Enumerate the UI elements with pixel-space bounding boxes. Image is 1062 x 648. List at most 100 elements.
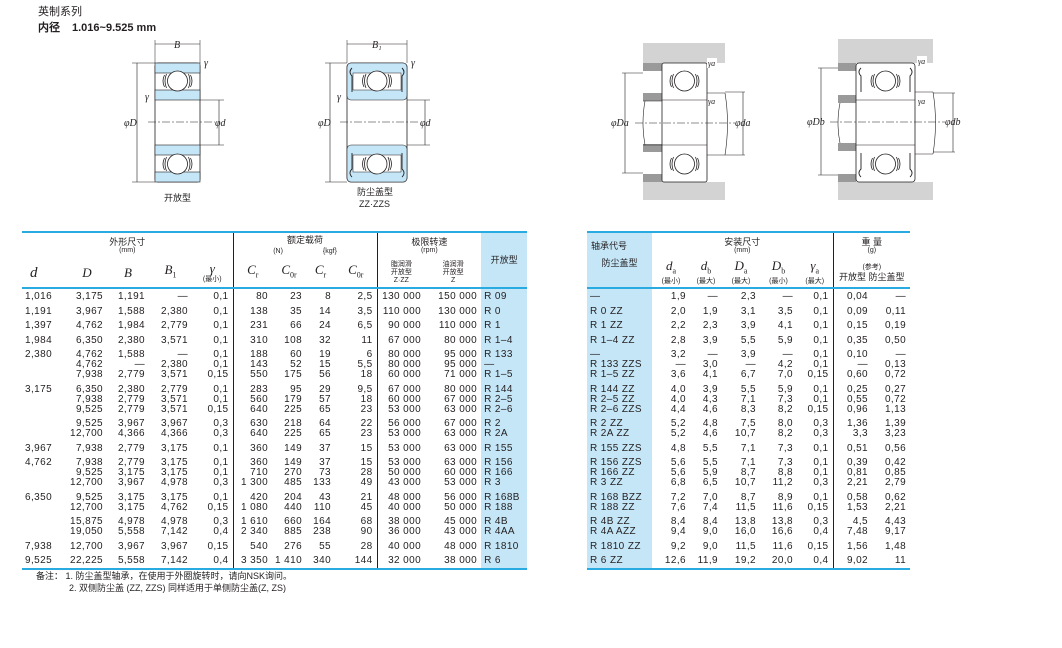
cell-Cor: 149 (284, 442, 303, 454)
cell-ra: 0,1 (797, 303, 834, 318)
cell-Cor-kgf: 11 (335, 332, 378, 347)
cell-Da: 5,5 (740, 334, 756, 346)
cell-grease-speed: 53 000 (388, 442, 422, 454)
cell-Cr: 3 350 (241, 555, 269, 566)
cell-Db: 8,9 11,6 (772, 491, 793, 513)
cell-Db: 20,0 (771, 555, 793, 566)
cell-Da: 2,3 (740, 291, 756, 302)
cell-shield-type: R 144 ZZ R 2–5 ZZ R 2–6 ZZS (587, 381, 652, 416)
cell-Db: 5,9 (777, 334, 793, 346)
cell-grease-speed: 48 000 40 000 (388, 491, 422, 513)
cell-grease-speed: 67 000 (388, 334, 422, 346)
cell-Cor-kgf: 68 90 (335, 514, 378, 539)
cell-shield-type: R 6 ZZ (587, 553, 652, 569)
cell-Da: 3,9 (740, 320, 756, 331)
cell-db: 3,9 (702, 334, 718, 346)
cell-grease-speed: 67 000 60 000 53 000 (388, 383, 422, 415)
cell-da: 2,2 (670, 320, 686, 331)
cell-Cor: 23 (290, 291, 303, 302)
cell-Cor: 149 270 485 (284, 457, 303, 488)
cell-shield-type: R 1810 ZZ (587, 538, 652, 553)
cell-r: 0,1 0,1 0,15 (192, 381, 234, 416)
cell-oil-speed: 45 000 43 000 (444, 516, 478, 537)
mount-group-header: 安装尺寸(mm) (652, 232, 834, 258)
cell-Cr-kgf: 24 (319, 320, 332, 331)
chamfer-label: γ (145, 92, 150, 103)
cell-Cr: 630 640 (250, 418, 269, 439)
cell-weight-open: 0,51 (846, 442, 869, 454)
cell-B: 2,380 2,779 2,779 (117, 383, 145, 415)
cell-B: 5,558 (117, 555, 145, 566)
cell-B: 4,978 5,558 (117, 516, 145, 537)
outer-diameter-label: φD (318, 118, 332, 129)
open-type-header: 开放型 (481, 232, 528, 288)
cell-grease-speed: 56 000 53 000 (388, 418, 422, 439)
cell-Da: 8,7 11,5 (735, 491, 756, 513)
cell-Cr: 1 610 2 340 (241, 516, 269, 537)
cell-r: 0,1 0,1 0,15 (192, 347, 234, 382)
cell-da: 3,2 — 3,6 (670, 349, 686, 380)
open-type-caption: 开放型 (164, 192, 191, 203)
cell-B1: 3,175 3,175 4,978 (160, 457, 188, 488)
cell-B1: 3,967 (160, 540, 188, 552)
cell-weight-shield: 1,39 3,23 (884, 418, 907, 439)
cell-d: 1,984 (25, 334, 53, 346)
cell-r: 0,1 (192, 318, 234, 333)
cell-grease-speed: 130 000 (382, 291, 422, 302)
cell-weight-open: 1,56 (846, 540, 869, 552)
cell-Cr-kgf: 340 (313, 555, 332, 566)
fillet-label: γa (918, 57, 925, 66)
cell-B1: 2,779 3,571 3,571 (160, 383, 188, 415)
cell-Cor-kgf: 3,5 (335, 303, 378, 318)
cell-Cr: 138 (250, 305, 269, 317)
cell-Db: — 4,2 7,0 (777, 349, 793, 380)
weight-group-header: 重 量(g) (861, 236, 883, 254)
cell-db: 4,8 4,6 (702, 418, 718, 439)
cell-r: 0,1 (192, 288, 234, 304)
cell-ra: 0,1 0,1 0,15 (797, 347, 834, 382)
col-Cr: Cr (247, 261, 259, 280)
cell-Cor: 1 410 (275, 555, 303, 566)
cell-B: 3,967 (117, 540, 145, 552)
cell-Cr-kgf: 32 (319, 334, 332, 346)
cell-Cr-kgf: 8 (325, 291, 332, 302)
cell-shield-type: R 0 ZZ (587, 303, 652, 318)
cell-D: 4,762 4,762 7,938 (75, 349, 103, 380)
housing-shoulder-label: φDa (611, 118, 629, 129)
cell-Cor: 60 52 175 (284, 349, 303, 380)
cell-D: 3,175 (75, 291, 103, 302)
cell-weight-shield: — (895, 291, 907, 302)
cell-da: 8,4 9,4 (670, 516, 686, 537)
cell-B: 1,191 (117, 291, 145, 302)
cell-r: 0,1 0,1 0,3 (192, 455, 234, 490)
housing-shoulder-label: φDb (807, 117, 825, 128)
cell-weight-open: 0,09 (846, 305, 869, 317)
cell-oil-speed: 56 000 50 000 (444, 491, 478, 513)
series-title: 英制系列 (38, 6, 82, 18)
cell-Da: 19,2 (734, 555, 756, 566)
cell-B: 2,380 (117, 334, 145, 346)
cell-db: 3,9 4,3 4,6 (702, 383, 718, 415)
cell-ra: 0,1 (797, 288, 834, 304)
cell-ra: 0,1 (797, 440, 834, 455)
cell-open-type: R 144 R 2–5 R 2–6 (481, 381, 528, 416)
cell-Cr-kgf: 55 (319, 540, 332, 552)
cell-da: 4,8 (670, 442, 686, 454)
cell-D: 12,700 (70, 540, 103, 552)
cell-d (22, 514, 67, 539)
cell-oil-speed: 48 000 (444, 540, 478, 552)
dims-group-header: 外形尺寸(mm) (22, 232, 234, 258)
note-item: 1. 防尘盖型轴承，在使用于外圈旋转时，请向NSK询问。 (65, 571, 293, 581)
cell-Db: 13,8 16,6 (771, 516, 793, 537)
cell-Cor-kgf: 144 (335, 553, 378, 569)
cell-B: 1,984 (117, 320, 145, 331)
cell-da: 2,0 (670, 305, 686, 317)
cell-Cr-kgf: 37 (319, 442, 332, 454)
